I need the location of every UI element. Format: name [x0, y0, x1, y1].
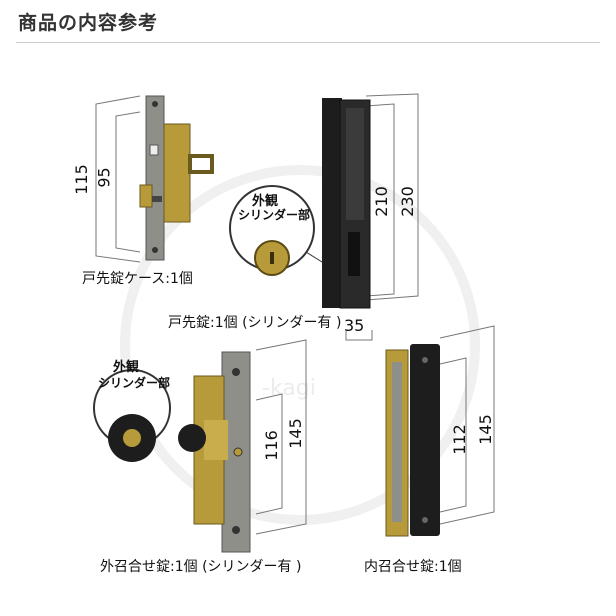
dim-item3-inner: 116 — [261, 430, 281, 461]
dim-item1-inner: 95 — [94, 167, 114, 188]
item-3-outer-lock — [93, 339, 307, 553]
header: 商品の内容参考 — [0, 0, 616, 46]
dim-item1-outer: 115 — [71, 164, 91, 195]
item-2-edge-lock — [229, 93, 419, 341]
dim-item4-outer: 145 — [475, 414, 495, 445]
caption-item3: 外召合せ錠:1個 (シリンダー有 ) — [100, 559, 302, 575]
dim-item3-outer: 145 — [285, 418, 305, 449]
watermark-circle — [120, 165, 480, 525]
caption-item2: 戸先錠:1個 (シリンダー有 ) — [168, 315, 342, 331]
dim-item2-inner: 210 — [371, 186, 391, 217]
dim-item4-inner: 112 — [449, 424, 469, 455]
item-1-lock-case — [95, 95, 214, 263]
caption-item1: 戸先錠ケース:1個 — [82, 271, 193, 287]
inset-label-1-line2: シリンダー部 — [238, 208, 311, 222]
caption-item4: 内召合せ錠:1個 — [364, 559, 462, 575]
inset-label-1-line1: 外観 — [252, 194, 279, 209]
dim-item2-outer: 230 — [397, 186, 417, 217]
inset-label-2-line2: シリンダー部 — [98, 376, 171, 390]
page-title: 商品の内容参考 — [18, 12, 159, 34]
item-4-inner-lock — [385, 325, 495, 537]
inset-label-2-line1: 外観 — [113, 360, 140, 375]
header-divider — [16, 42, 600, 43]
dim-item2-width: 35 — [344, 316, 365, 335]
